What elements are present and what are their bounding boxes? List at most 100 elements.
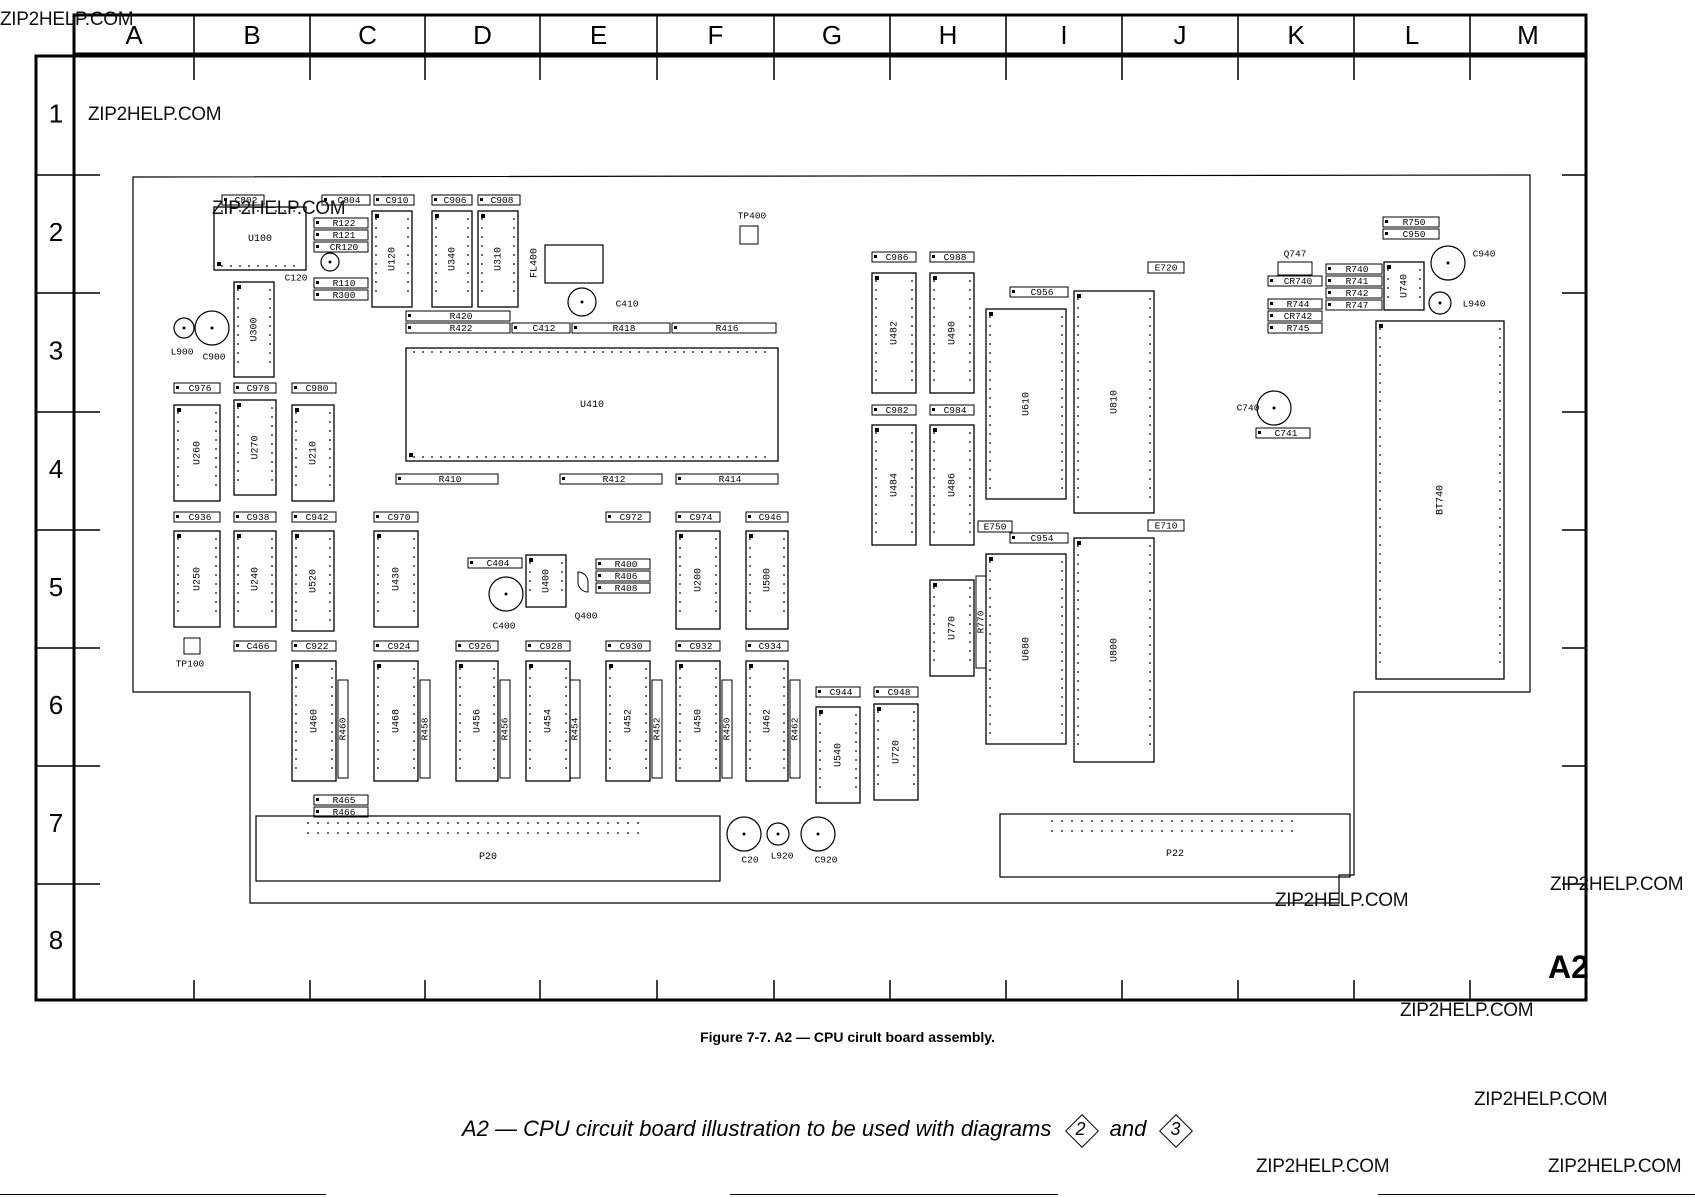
ic-label: U720 [892, 740, 903, 764]
part-c924: C924 [373, 640, 419, 652]
part-label: L940 [1463, 299, 1486, 310]
part-r466: R466 [313, 806, 369, 818]
page-rule [730, 1194, 1058, 1195]
part-label: C928 [540, 641, 563, 652]
part-label: C982 [886, 405, 909, 416]
part-r410: R410 [395, 473, 499, 485]
part-label: C970 [388, 512, 411, 523]
part-label: C804 [338, 195, 361, 206]
ic-u200: U200 [675, 530, 721, 630]
watermark: ZIP2HELP.COM [1256, 1156, 1390, 1177]
part-r750: R750 [1382, 216, 1440, 228]
subcaption-and: and [1109, 1115, 1147, 1141]
part-label: R300 [333, 290, 356, 301]
watermark: ZIP2HELP.COM [212, 198, 346, 219]
part-label: R122 [333, 218, 356, 229]
part-c970: C970 [373, 511, 419, 523]
ic-u720: U720 [873, 703, 919, 801]
ic-u310: U310 [477, 210, 519, 308]
column-label: E [590, 20, 607, 50]
part-label: C944 [830, 687, 853, 698]
ic-label: U456 [473, 709, 484, 733]
part-c741: C741 [1255, 427, 1311, 439]
capacitor-c410: C410 [567, 287, 639, 317]
connector-label: P20 [479, 852, 497, 863]
diagram-reference-badge: 3 [1158, 1113, 1192, 1147]
transistor-q747 [1277, 261, 1313, 276]
capacitor-c400: C400 [488, 576, 524, 632]
ic-u740: U740 [1383, 261, 1425, 311]
row-label: 4 [49, 454, 63, 484]
ic-bt740: BT740 [1375, 320, 1505, 680]
ic-label: U770 [948, 616, 959, 640]
ic-label: U340 [448, 247, 459, 271]
capacitor-c900: C900 [194, 310, 230, 363]
part-c974: C974 [675, 511, 721, 523]
part-label: CR740 [1284, 276, 1313, 287]
part-label: R422 [450, 323, 473, 334]
ic-u340: U340 [431, 210, 473, 308]
ic-u462: U462 [745, 660, 789, 782]
part-r456: R456 [499, 679, 511, 779]
ic-u240: U240 [233, 530, 277, 628]
part-c950: C950 [1382, 228, 1440, 240]
part-c804: C804 [321, 194, 371, 206]
part-c954: C954 [1009, 532, 1069, 544]
part-e750: E750 [977, 520, 1013, 533]
part-label: R400 [615, 559, 638, 570]
part-label: C980 [306, 383, 329, 394]
ic-label: U200 [694, 568, 705, 592]
ic-u400: U400 [525, 554, 567, 608]
column-label: B [243, 20, 260, 50]
part-c928: C928 [525, 640, 571, 652]
part-c948: C948 [873, 686, 919, 698]
part-c980: C980 [291, 382, 337, 394]
capacitor-l920: L920 [766, 822, 794, 862]
part-label: C924 [388, 641, 411, 652]
part-c946: C946 [745, 511, 789, 523]
part-r454: R454 [569, 679, 581, 779]
part-label: R454 [570, 717, 581, 740]
part-label: C938 [247, 512, 270, 523]
ic-u100: U100 [213, 206, 307, 271]
part-c412: C412 [511, 322, 571, 334]
ic-u810: U810 [1073, 290, 1155, 514]
part-c938: C938 [233, 511, 277, 523]
part-label: CR742 [1284, 311, 1313, 322]
ic-u270: U270 [233, 399, 277, 496]
part-label: C984 [944, 405, 967, 416]
ic-label: U484 [890, 473, 901, 497]
ic-label: U482 [890, 321, 901, 345]
column-label: I [1060, 20, 1067, 50]
part-c404: C404 [467, 557, 523, 569]
part-r422: R422 [405, 322, 511, 334]
capacitor-c740: C740 [1237, 390, 1292, 426]
part-label: Q400 [575, 611, 598, 622]
row-label: 6 [49, 690, 63, 720]
part-label: C922 [306, 641, 329, 652]
ic-u800: U800 [1073, 537, 1155, 763]
part-e710: E710 [1147, 519, 1185, 532]
ic-u430: U430 [373, 530, 419, 628]
column-label: K [1287, 20, 1305, 50]
diagram-number: 3 [1170, 1119, 1181, 1139]
ic-label: U740 [1400, 274, 1411, 298]
connector-label: P22 [1166, 849, 1184, 860]
part-label: R121 [333, 230, 356, 241]
subcaption-text: A2 — CPU circuit board illustration to b… [462, 1115, 1052, 1141]
test-point [739, 225, 759, 245]
part-label: TP100 [176, 659, 205, 670]
ic-label: U610 [1022, 392, 1033, 416]
capacitor-c20: C20 [726, 816, 762, 866]
part-c972: C972 [605, 511, 651, 523]
ic-label: U120 [388, 247, 399, 271]
part-label: E720 [1155, 263, 1178, 274]
part-label: R458 [420, 717, 431, 740]
part-label: R406 [615, 571, 638, 582]
capacitor-l940: L940 [1428, 291, 1486, 315]
capacitor-c940: C940 [1430, 245, 1496, 281]
part-c956: C956 [1009, 286, 1069, 298]
part-r400: R400 [595, 558, 651, 570]
part-label: R462 [790, 717, 801, 740]
